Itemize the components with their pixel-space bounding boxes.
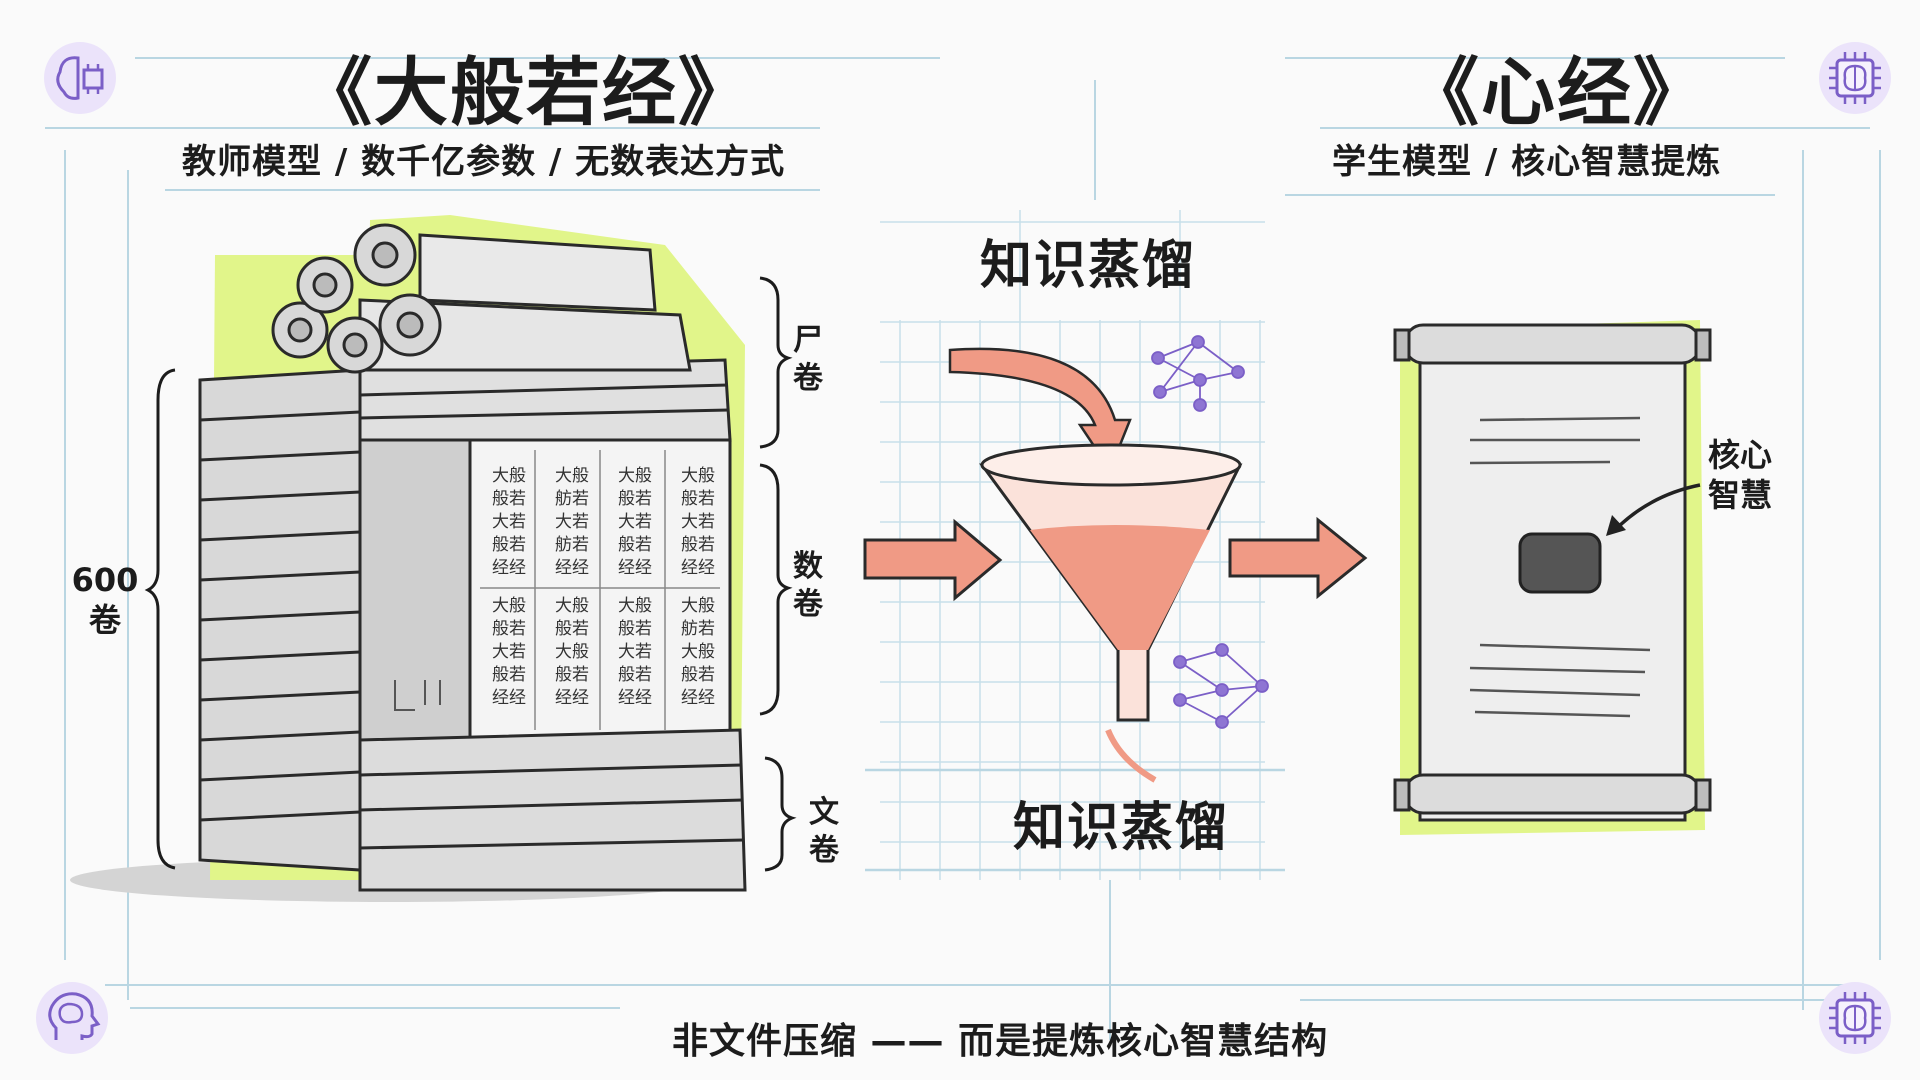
page-text-cell: 大般舫若大般般若经经	[681, 596, 715, 708]
brain-chip-icon	[1819, 42, 1891, 114]
page-text-cell: 大般般若大若般若经经	[492, 596, 526, 708]
bracket-label: 数卷	[793, 549, 823, 622]
input-arrow	[863, 518, 1003, 602]
right-subtitle: 学生模型 / 核心智慧提炼	[1332, 142, 1722, 182]
brackets	[144, 276, 797, 872]
head-brain-icon	[36, 982, 108, 1054]
bracket-label: 尸卷	[793, 323, 823, 396]
left-title: 《大般若经》	[298, 50, 754, 136]
page-text-cell: 大般般若大般般若经经	[555, 596, 589, 708]
scroll-bundle	[271, 223, 692, 374]
page-text-cell: 大般般若大若般若经经	[618, 466, 652, 578]
book-stack-left	[198, 368, 362, 872]
brain-chip-icon	[1819, 982, 1891, 1054]
page-block	[358, 438, 732, 742]
bracket-label: 文卷	[809, 795, 839, 868]
scroll-text-lines	[1469, 416, 1651, 718]
core-pointer-arrow	[1613, 483, 1701, 532]
book-stack-bottom	[358, 728, 747, 892]
distillation-label-top: 知识蒸馏	[980, 236, 1197, 296]
neural-network-icon	[1173, 643, 1269, 729]
page-text-cell: 大般般若大若般若经经	[492, 466, 526, 578]
core-wisdom-block	[1518, 532, 1602, 594]
distillation-label-bottom: 知识蒸馏	[1013, 798, 1230, 858]
page-text-cell: 大般般若大若般若经经	[681, 466, 715, 578]
core-wisdom-label: 核心智慧	[1707, 436, 1772, 514]
neural-network-icon	[1151, 335, 1245, 412]
page-text-cell: 大般舫若大若舫若经经	[555, 466, 589, 578]
left-spine-marks	[394, 680, 441, 711]
page-text-cell: 大般般若大若般若经经	[618, 596, 652, 708]
footer-caption: 非文件压缩 —— 而是提炼核心智慧结构	[672, 1021, 1329, 1062]
left-subtitle: 教师模型 / 数千亿参数 / 无数表达方式	[182, 142, 786, 182]
brain-chip-icon	[44, 42, 116, 114]
output-arrow	[1228, 516, 1368, 600]
total-volumes-label: 600卷	[71, 561, 139, 639]
funnel	[979, 443, 1243, 783]
core-pointer-arrowhead	[1606, 515, 1626, 536]
right-title: 《心经》	[1405, 50, 1709, 136]
